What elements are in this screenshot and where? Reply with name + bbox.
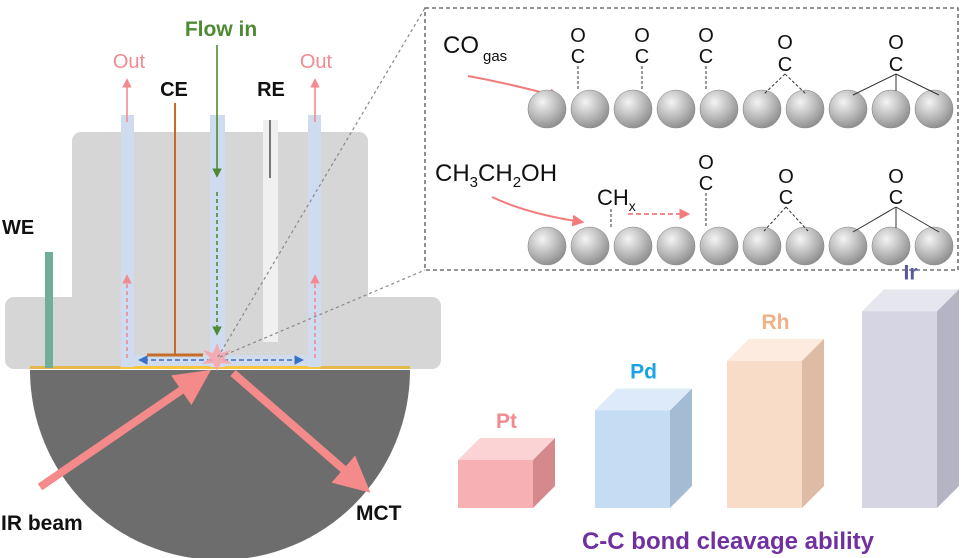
bars-caption: C-C bond cleavage ability [582, 528, 875, 555]
outlet-channel-left [121, 115, 134, 367]
surface-atom [828, 89, 868, 129]
label-re: RE [257, 79, 285, 101]
bar-front-face [862, 311, 937, 508]
bar-front-face [458, 460, 533, 508]
adsorbate-carbon: C [571, 46, 585, 68]
adsorbate-carbon: C [889, 187, 903, 209]
surface-atom [613, 226, 653, 266]
focus-spark [202, 343, 232, 371]
ir-beam-incident [37, 369, 211, 491]
bar-side-face [533, 438, 555, 508]
hemisphere-prism [30, 370, 410, 558]
bar-top-face [862, 289, 959, 312]
surface-atoms-top [527, 89, 954, 129]
bar-top-face [595, 388, 692, 411]
adsorbate-bond [763, 206, 787, 232]
zoom-line-top [217, 7, 426, 358]
surface-atom [828, 226, 868, 266]
ethanol-label: CH3CH2OH [435, 160, 557, 191]
surface-atom [699, 89, 739, 129]
adsorbate-bond [852, 73, 897, 96]
bar-label: Rh [762, 311, 790, 334]
chx-label: CHx [597, 185, 636, 214]
adsorbate-carbon: C [778, 54, 792, 76]
bar-label: Pd [630, 360, 657, 383]
adsorbate-oxygen: O [888, 32, 904, 54]
bar-pd: Pd [595, 360, 692, 508]
adsorbate-bond [895, 73, 940, 96]
surface-atom [914, 226, 954, 266]
cell-schematic: Flow in Out Out CE RE WE IR beam MCT [1, 18, 441, 558]
adsorbate-carbon: C [635, 46, 649, 68]
adsorbate-oxygen: O [778, 166, 794, 188]
surface-atom [527, 226, 567, 266]
surface-atom [914, 89, 954, 129]
adsorbate-carbon: C [889, 54, 903, 76]
surface-atom [570, 226, 610, 266]
cleavage-bars: Pt Pd Rh Ir [458, 261, 959, 508]
surface-atom [871, 89, 911, 129]
label-out-right: Out [300, 51, 333, 73]
adsorbate-oxygen: O [634, 25, 650, 47]
adsorbate-bond [852, 206, 897, 233]
bar-ir: Ir [862, 261, 959, 508]
ir-beam-reflected [230, 369, 371, 493]
surface-atom [656, 226, 696, 266]
adsorbate-oxygen: O [698, 152, 714, 174]
adsorbate-carbon: C [699, 173, 713, 195]
zoom-line-bottom [219, 269, 426, 358]
bar-top-face [727, 338, 824, 361]
adsorbate-oxygen: O [570, 25, 586, 47]
film-highlight [120, 366, 320, 369]
surface-atom [656, 89, 696, 129]
label-out-left: Out [113, 51, 146, 73]
surface-atom [742, 89, 782, 129]
bar-front-face [595, 410, 670, 508]
bar-front-face [727, 360, 802, 508]
ethanol-arrow [491, 196, 585, 227]
adsorbate-bond [785, 206, 809, 232]
surface-atom [570, 89, 610, 129]
surface-atom [613, 89, 653, 129]
surface-atom [742, 226, 782, 266]
bar-side-face [670, 388, 692, 508]
adsorbate-oxygen: O [888, 166, 904, 188]
label-ir-beam: IR beam [1, 512, 83, 535]
inset-border [424, 7, 959, 271]
working-electrode-lead [45, 252, 53, 368]
surface-atom [871, 226, 911, 266]
label-mct: MCT [356, 502, 402, 525]
surface-atoms-bottom [527, 226, 954, 266]
surface-atom [785, 226, 825, 266]
bar-pt: Pt [458, 410, 555, 508]
bar-side-face [937, 289, 959, 508]
label-ce: CE [160, 79, 188, 101]
adsorbate-carbon: C [779, 187, 793, 209]
bar-label: Ir [903, 261, 917, 284]
adsorbate-oxygen: O [777, 32, 793, 54]
bar-side-face [802, 338, 824, 508]
surface-atom [785, 89, 825, 129]
adsorbate-oxygen: O [698, 25, 714, 47]
surface-atom [699, 226, 739, 266]
label-flow-in: Flow in [185, 18, 257, 41]
bar-rh: Rh [727, 311, 824, 508]
bar-label: Pt [496, 410, 517, 433]
bar-top-face [458, 438, 555, 460]
label-we: WE [2, 217, 34, 239]
surface-atom [527, 89, 567, 129]
adsorbate-carbon: C [699, 46, 713, 68]
reference-electrode-tube [263, 120, 278, 342]
outlet-channel-right [308, 115, 321, 367]
adsorbate-bond [895, 206, 940, 233]
